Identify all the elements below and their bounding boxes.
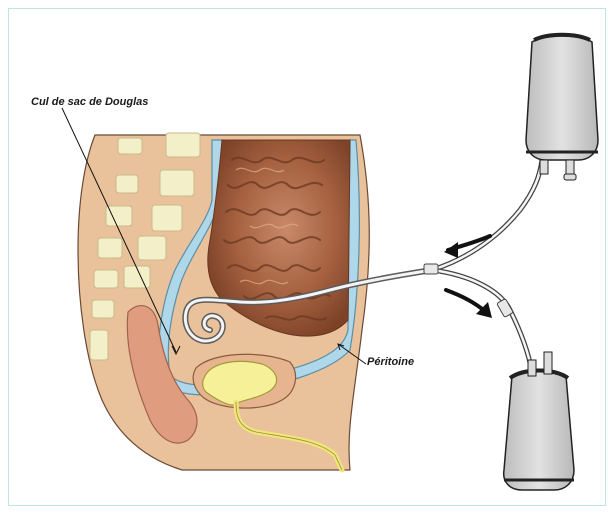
label-cul-de-sac-douglas: Cul de sac de Douglas bbox=[31, 96, 148, 108]
dialysate-bag-top bbox=[526, 35, 598, 180]
tubing bbox=[424, 160, 542, 372]
arrow-right-down-icon bbox=[446, 290, 492, 318]
drain-bag-bottom bbox=[504, 352, 574, 490]
label-peritoine: Péritoine bbox=[367, 356, 414, 368]
